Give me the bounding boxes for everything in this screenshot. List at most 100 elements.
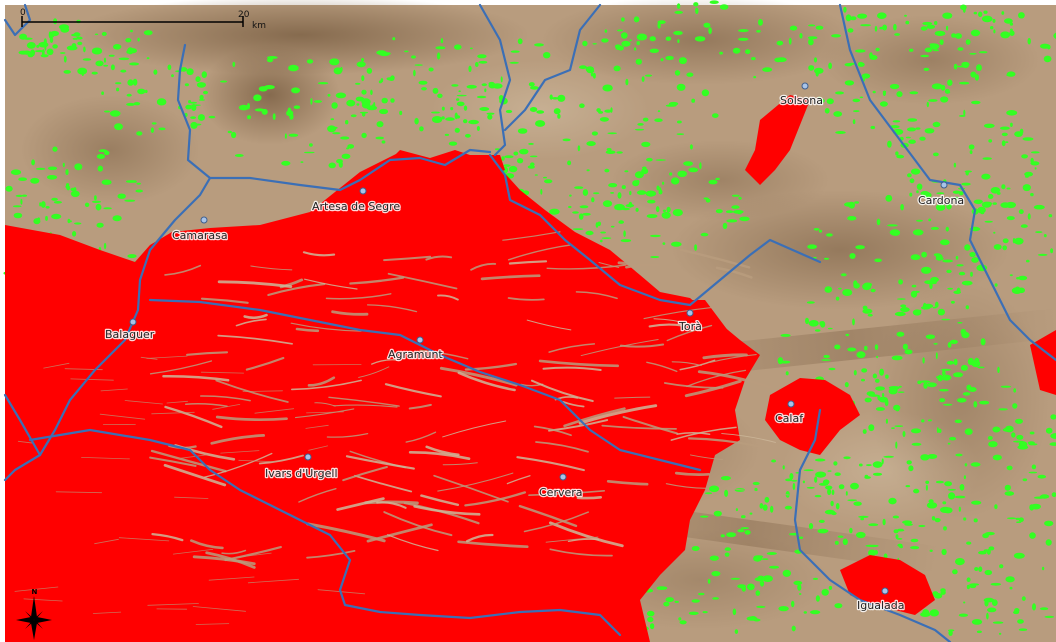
vegetation-patch [683, 161, 693, 167]
vegetation-patch [853, 370, 857, 376]
vegetation-patch [120, 69, 127, 73]
terrain-streak [578, 404, 658, 425]
vegetation-patch [572, 228, 584, 231]
terrain-streak [643, 306, 714, 320]
terrain-streak [291, 379, 362, 391]
vegetation-patch [916, 190, 919, 194]
town-marker[interactable]: Agramunt [387, 336, 445, 362]
vegetation-patch [350, 114, 357, 118]
terrain-streak [563, 407, 626, 428]
vegetation-patch [1006, 71, 1016, 77]
terrain-streak [457, 371, 516, 392]
vegetation-patch [780, 333, 791, 337]
vegetation-patch [874, 258, 882, 263]
vegetation-patch [912, 229, 924, 236]
vegetation-patch [828, 585, 833, 590]
vegetation-patch [852, 318, 855, 326]
vegetation-patch [940, 84, 946, 91]
terrain-streak [653, 318, 695, 326]
town-marker[interactable]: Balaguer [104, 318, 156, 342]
vegetation-patch [913, 290, 920, 293]
vegetation-patch [929, 609, 939, 617]
vegetation-patch [895, 534, 899, 539]
vegetation-patch [897, 528, 904, 531]
vegetation-patch [881, 393, 885, 397]
vegetation-patch [247, 115, 251, 120]
vegetation-patch [303, 151, 315, 154]
town-marker[interactable]: Torà [677, 309, 703, 334]
vegetation-patch [1021, 596, 1026, 601]
town-marker[interactable]: Cervera [538, 473, 584, 500]
vegetation-patch [858, 463, 863, 467]
vegetation-patch [976, 630, 982, 634]
vegetation-patch [133, 102, 141, 106]
vegetation-patch [1022, 137, 1034, 141]
vegetation-patch [755, 590, 761, 596]
town-marker[interactable]: Camarasa [171, 216, 229, 243]
vegetation-patch [724, 547, 731, 551]
town-marker[interactable]: Calaf [774, 400, 805, 426]
vegetation-patch [877, 12, 887, 19]
vegetation-patch [946, 360, 955, 365]
vegetation-patch [694, 244, 698, 251]
vegetation-patch [15, 194, 24, 197]
vegetation-patch [49, 37, 54, 43]
vegetation-patch [741, 586, 746, 592]
vegetation-patch [336, 159, 343, 164]
vegetation-patch [904, 14, 907, 17]
vegetation-patch [970, 271, 973, 277]
vegetation-patch [958, 613, 969, 617]
terrain-streak [302, 251, 336, 257]
vegetation-patch [310, 98, 313, 105]
terrain-streak [576, 496, 602, 500]
vegetation-patch [466, 84, 477, 89]
town-marker[interactable]: Solsona [779, 82, 824, 108]
town-marker[interactable]: Cardona [917, 181, 965, 208]
vegetation-patch [1051, 492, 1056, 498]
vegetation-patch [1002, 238, 1009, 244]
vegetation-patch [346, 147, 350, 150]
vegetation-patch [824, 108, 830, 114]
town-marker[interactable]: Igualada [856, 587, 906, 613]
vegetation-patch [992, 18, 996, 23]
vegetation-patch [807, 244, 817, 249]
vegetation-patch [1037, 253, 1048, 256]
terrain-streak [92, 611, 122, 614]
vegetation-patch [971, 619, 983, 625]
town-marker[interactable]: Ivars d'Urgell [264, 453, 339, 481]
vegetation-patch [953, 358, 958, 366]
vegetation-patch [689, 144, 693, 150]
vegetation-patch [346, 99, 356, 107]
vegetation-patch [1001, 140, 1006, 147]
vegetation-patch [103, 57, 107, 63]
terrain-streak [666, 324, 713, 342]
vegetation-patch [845, 491, 848, 496]
vegetation-patch [487, 114, 493, 120]
vegetation-patch [197, 114, 205, 121]
town-marker[interactable]: Artesa de Segre [311, 187, 402, 214]
vegetation-patch [476, 95, 487, 99]
vegetation-patch [950, 300, 955, 304]
terrain-streak [433, 474, 509, 503]
vegetation-patch [849, 16, 857, 21]
terrain-streak [305, 424, 329, 429]
terrain-streak [345, 455, 415, 470]
vegetation-patch [902, 520, 913, 524]
town-dot-icon [801, 82, 809, 90]
vegetation-patch [74, 163, 83, 171]
vegetation-patch [167, 64, 172, 71]
vegetation-patch [881, 458, 884, 465]
vegetation-patch [876, 355, 879, 359]
vegetation-patch [926, 24, 936, 29]
vegetation-patch [117, 193, 126, 199]
vegetation-patch [647, 199, 656, 204]
vegetation-patch [579, 103, 585, 108]
vegetation-patch [992, 202, 997, 205]
vegetation-patch [544, 179, 553, 184]
vegetation-patch [799, 593, 802, 595]
vegetation-patch [988, 441, 998, 448]
vegetation-patch [596, 108, 601, 113]
